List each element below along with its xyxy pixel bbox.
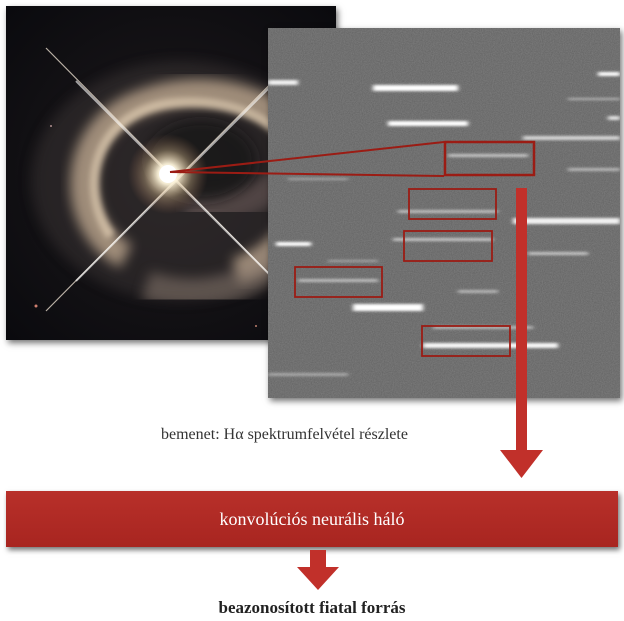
h-alpha-spectrum-image	[268, 28, 620, 398]
output-caption: beazonosított fiatal forrás	[218, 598, 406, 617]
down-arrow-icon	[297, 550, 339, 590]
input-caption: bemenet: Hα spektrumfelvétel részlete	[161, 426, 408, 443]
cnn-bar: konvolúciós neurális háló	[6, 491, 618, 547]
network-label: konvolúciós neurális háló	[219, 508, 405, 529]
